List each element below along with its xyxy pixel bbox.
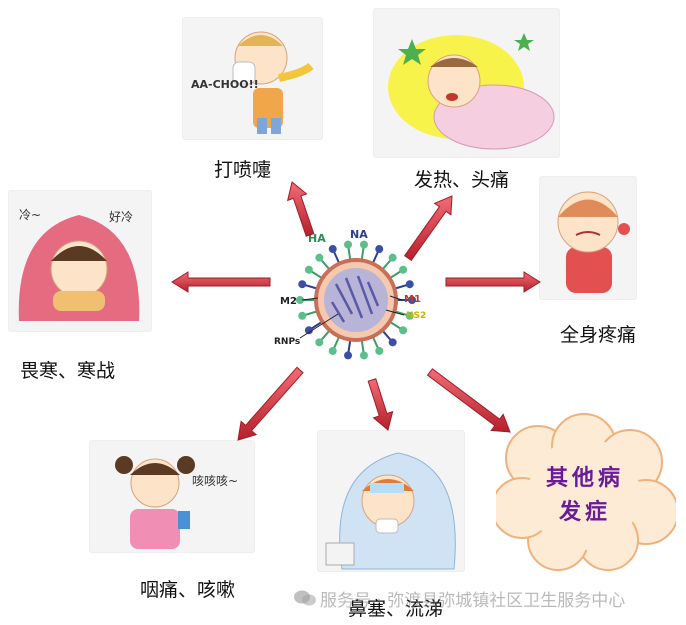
label-m2: M2	[280, 296, 297, 307]
cough-illustration: 咳咳咳~	[90, 441, 254, 552]
caption-body-ache: 全身疼痛	[560, 324, 637, 346]
cold-text-left: 冷~	[19, 208, 41, 222]
label-m1: M1	[404, 294, 421, 305]
caption-chills: 畏寒、寒战	[20, 360, 116, 382]
arrow-to-complications	[426, 368, 511, 433]
arrow-to-runny-nose	[367, 378, 394, 431]
cloud-shape	[496, 413, 676, 571]
caption-sore-throat-cough: 咽痛、咳嗽	[140, 579, 236, 601]
caption-sneeze: 打喷嚏	[214, 159, 272, 181]
complications-cloud	[496, 413, 676, 571]
rnp-segments	[330, 275, 380, 323]
arrow-to-chills	[171, 271, 271, 293]
feverish-child-icon	[388, 33, 555, 150]
body-ache-illustration	[540, 177, 636, 299]
label-rnps: RNPs	[274, 337, 300, 347]
wechat-logo-icon	[294, 590, 316, 606]
label-ns2: NS2	[406, 311, 426, 321]
influenza-virus-diagram: HA NA M2 M1 NS2 RNPs	[274, 228, 426, 360]
arrow-to-sore-throat-cough	[237, 366, 304, 441]
sick-child-blanket-icon	[325, 452, 456, 570]
caption-fever-headache: 发热、头痛	[414, 169, 510, 191]
cold-text-right: 好冷	[109, 210, 133, 224]
caption-runny-nose: 鼻塞、流涕	[348, 598, 444, 620]
complications-label-line1: 其他病	[545, 465, 624, 491]
complications-label-line2: 发症	[558, 499, 611, 525]
virus-spike-proteins	[296, 240, 416, 360]
chills-illustration: 冷~ 好冷	[9, 191, 151, 331]
arrow-to-body-ache	[445, 271, 541, 293]
watermark-text: 服务号 · 弥渡县弥城镇社区卫生服务中心	[320, 591, 626, 611]
arrow-to-fever-headache	[404, 195, 453, 261]
fever-illustration	[374, 9, 559, 157]
aching-child-icon	[557, 191, 630, 293]
shivering-child-icon: 冷~ 好冷	[18, 208, 140, 321]
label-na: NA	[350, 228, 368, 241]
sneezing-child-icon: AA-CHOO!!	[191, 31, 314, 134]
coughing-child-icon: 咳咳咳~	[115, 456, 238, 549]
runny-nose-illustration	[318, 431, 464, 571]
sneeze-sound-text: AA-CHOO!!	[191, 78, 259, 91]
cough-sound-text: 咳咳咳~	[192, 474, 238, 488]
label-ha: HA	[308, 232, 326, 245]
sneeze-illustration: AA-CHOO!!	[183, 18, 322, 139]
arrow-to-sneeze	[287, 181, 315, 237]
